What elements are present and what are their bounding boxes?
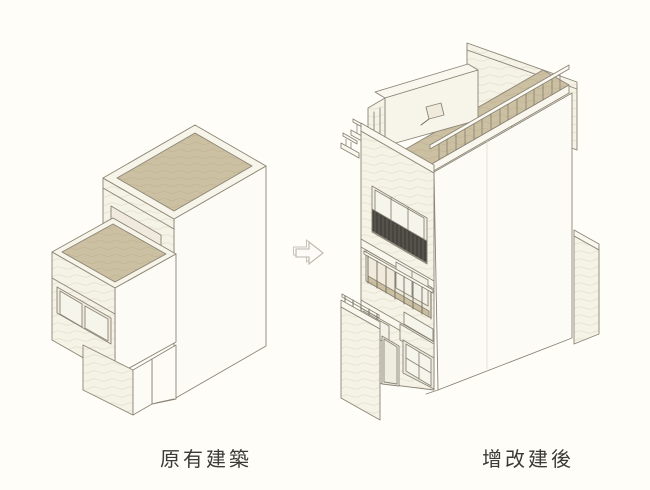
terrace-parapet-line: [51, 277, 116, 315]
caption-original: 原有建築: [160, 449, 252, 471]
parapet-cap-line: [102, 187, 175, 230]
balcony-railing-posts: [367, 255, 432, 320]
transom-window: [403, 311, 434, 342]
dark-balustrade-slats: [374, 212, 424, 260]
roof-hatch: [425, 102, 445, 120]
ground-edge: [155, 398, 175, 404]
window-pane: [84, 305, 109, 342]
roof-hatch-lid: [420, 118, 430, 126]
terrace-floor: [61, 223, 167, 283]
roof-railing-toprail: [429, 64, 570, 150]
window-pane: [59, 290, 83, 328]
side-yard-wall-rail: [341, 293, 380, 319]
boundary-wall-face: [573, 235, 600, 345]
renovated-building: [340, 42, 600, 421]
entry-door-inner: [383, 338, 398, 385]
window-sill-line: [405, 357, 432, 374]
balcony-railing-toprail: [363, 250, 434, 294]
side-yard-rail-posts: [344, 295, 378, 321]
caption-renovated: 增改建後: [482, 449, 574, 471]
entry-door: [381, 335, 400, 387]
roof-railing-balusters: [438, 74, 561, 160]
ground-block-side: [132, 358, 153, 416]
right-arrow-icon: [293, 238, 324, 266]
original-building: [51, 124, 267, 416]
roof-slab-facade-band: [360, 122, 435, 174]
dark-balustrade: [371, 208, 428, 264]
side-yard-wall-face: [340, 306, 381, 421]
ground-edge: [425, 389, 439, 395]
side-wall: [433, 92, 573, 391]
roof-terrace-floor: [116, 132, 253, 212]
